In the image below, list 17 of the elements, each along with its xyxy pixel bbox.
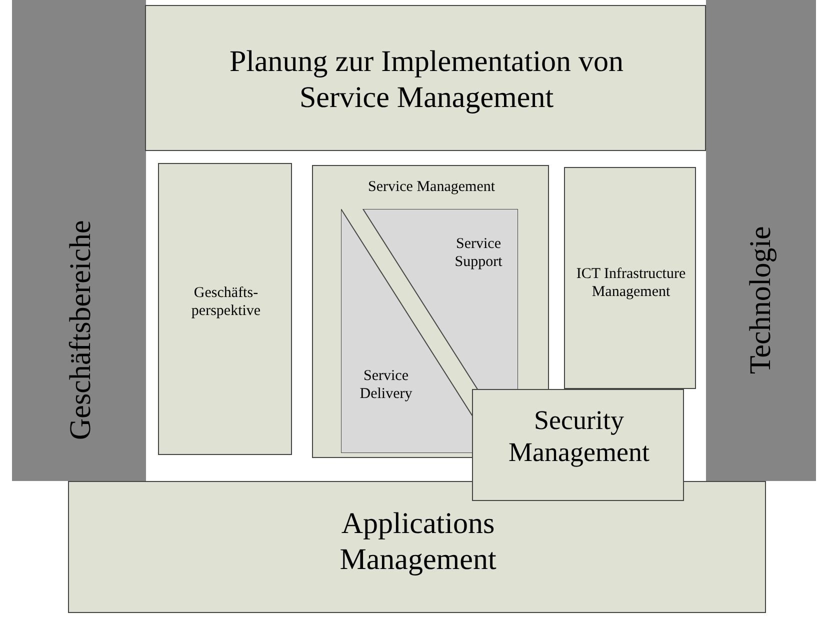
infrastructure-box: [564, 167, 696, 389]
band-label: Geschäftsbereiche: [63, 219, 98, 442]
box-title: Security Management: [508, 404, 650, 469]
box-label: ICT Infrastructure Management: [575, 265, 687, 301]
box-title: Applications Management: [338, 506, 498, 578]
area-label: Service Support: [454, 235, 504, 271]
security-box: [472, 389, 684, 501]
group-title: Service Management: [366, 178, 496, 196]
side-band: [706, 0, 816, 481]
applications-box: [68, 481, 766, 613]
box-label: Geschäfts- perspektive: [190, 284, 262, 320]
box-title: Planung zur Implementation von Service Management: [228, 44, 625, 116]
area-label: Service Delivery: [358, 367, 414, 403]
side-band: [12, 0, 146, 481]
perspective-box: [158, 163, 292, 455]
planning-box: [145, 5, 706, 151]
band-label: Technologie: [743, 225, 778, 376]
